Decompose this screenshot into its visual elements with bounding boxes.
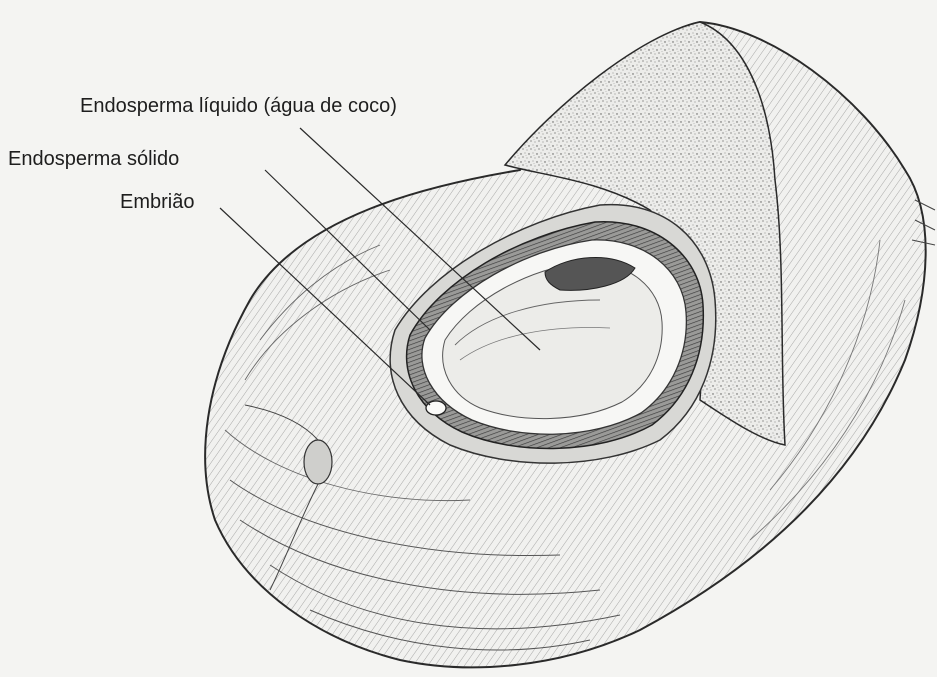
label-liquid-endosperm: Endosperma líquido (água de coco) [80, 95, 397, 117]
embryo-shape [426, 401, 446, 415]
label-solid-endosperm: Endosperma sólido [8, 148, 179, 170]
label-embryo: Embrião [120, 191, 194, 213]
